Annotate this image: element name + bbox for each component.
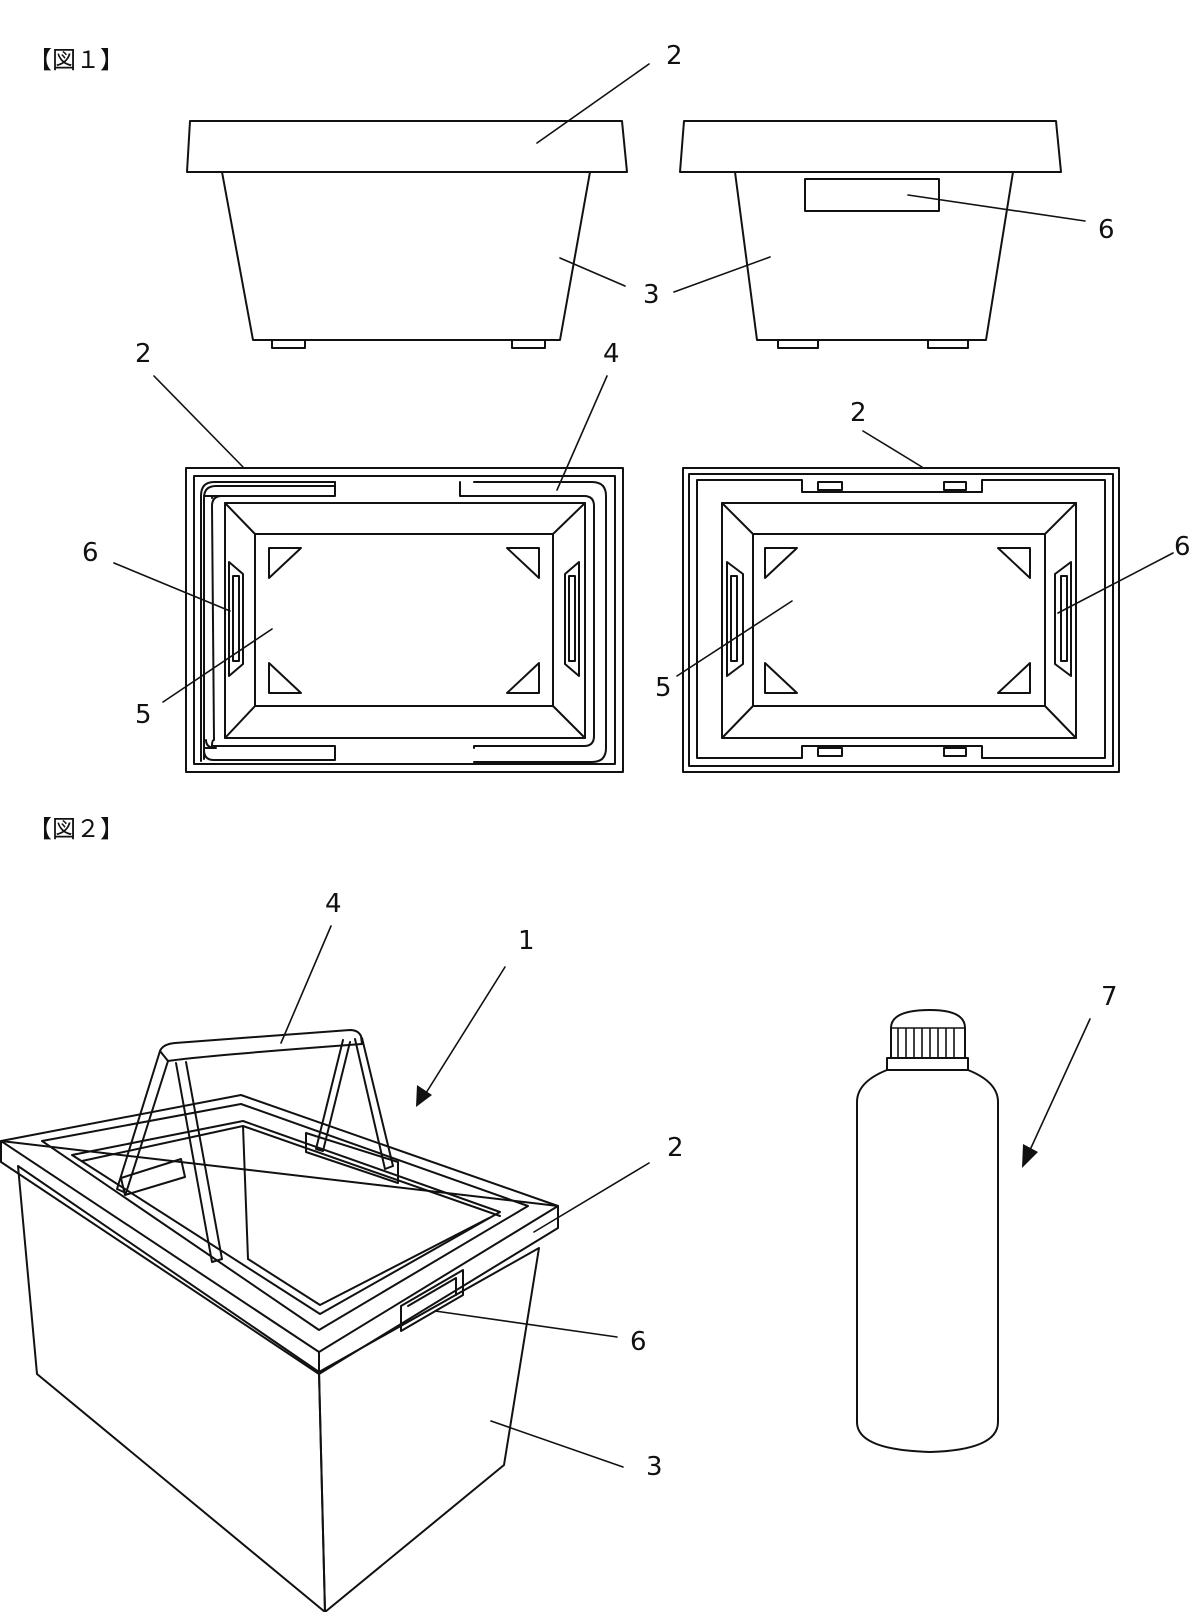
fig1-side-view-left bbox=[186, 63, 650, 349]
label-fig1-plan-bottom: 5 bbox=[135, 700, 152, 730]
bottle-neck bbox=[886, 1057, 969, 1071]
cap-ridges bbox=[897, 1028, 955, 1059]
label-fig2-bottle: 7 bbox=[1101, 982, 1118, 1012]
foot-left bbox=[271, 339, 306, 349]
foot-right bbox=[511, 339, 546, 349]
label-fig1-plan-right-lid: 2 bbox=[850, 398, 867, 428]
label-fig1-lid-top: 2 bbox=[666, 41, 683, 71]
label-fig2-rim: 2 bbox=[667, 1133, 684, 1163]
fig2-basket-perspective bbox=[0, 925, 650, 1612]
fig2-bottle bbox=[856, 1009, 1091, 1453]
side-window bbox=[400, 1269, 464, 1332]
fig1-side-view-right bbox=[673, 120, 1086, 349]
figure-1-label: 【図１】 bbox=[28, 46, 124, 74]
label-fig1-window: 6 bbox=[1098, 215, 1115, 245]
fig1-plan-view-left bbox=[113, 375, 624, 773]
label-fig1-plan-right-bottom: 5 bbox=[655, 673, 672, 703]
lid-rim-side bbox=[186, 120, 628, 173]
label-fig1-plan-lid: 2 bbox=[135, 339, 152, 369]
label-fig1-plan-window: 6 bbox=[82, 538, 99, 568]
label-fig2-window: 6 bbox=[630, 1327, 647, 1357]
foot-left bbox=[777, 339, 819, 349]
body-end bbox=[734, 171, 1014, 341]
body-side bbox=[221, 171, 591, 341]
label-fig2-basket: 1 bbox=[518, 926, 535, 956]
label-fig2-body: 3 bbox=[646, 1452, 663, 1482]
label-fig2-handle: 4 bbox=[325, 889, 342, 919]
lid-rim-end bbox=[679, 120, 1062, 173]
figure-2-label: 【図２】 bbox=[28, 815, 124, 843]
body-side-face bbox=[17, 1165, 326, 1612]
fig1-plan-view-right bbox=[676, 430, 1174, 773]
foot-right bbox=[927, 339, 969, 349]
label-fig1-plan-right-window: 6 bbox=[1174, 532, 1191, 562]
label-fig1-body: 3 bbox=[643, 280, 660, 310]
bottle-body bbox=[856, 1069, 999, 1453]
handle-bar bbox=[159, 1029, 363, 1062]
label-fig1-plan-handle: 4 bbox=[603, 339, 620, 369]
window-end bbox=[804, 178, 940, 212]
